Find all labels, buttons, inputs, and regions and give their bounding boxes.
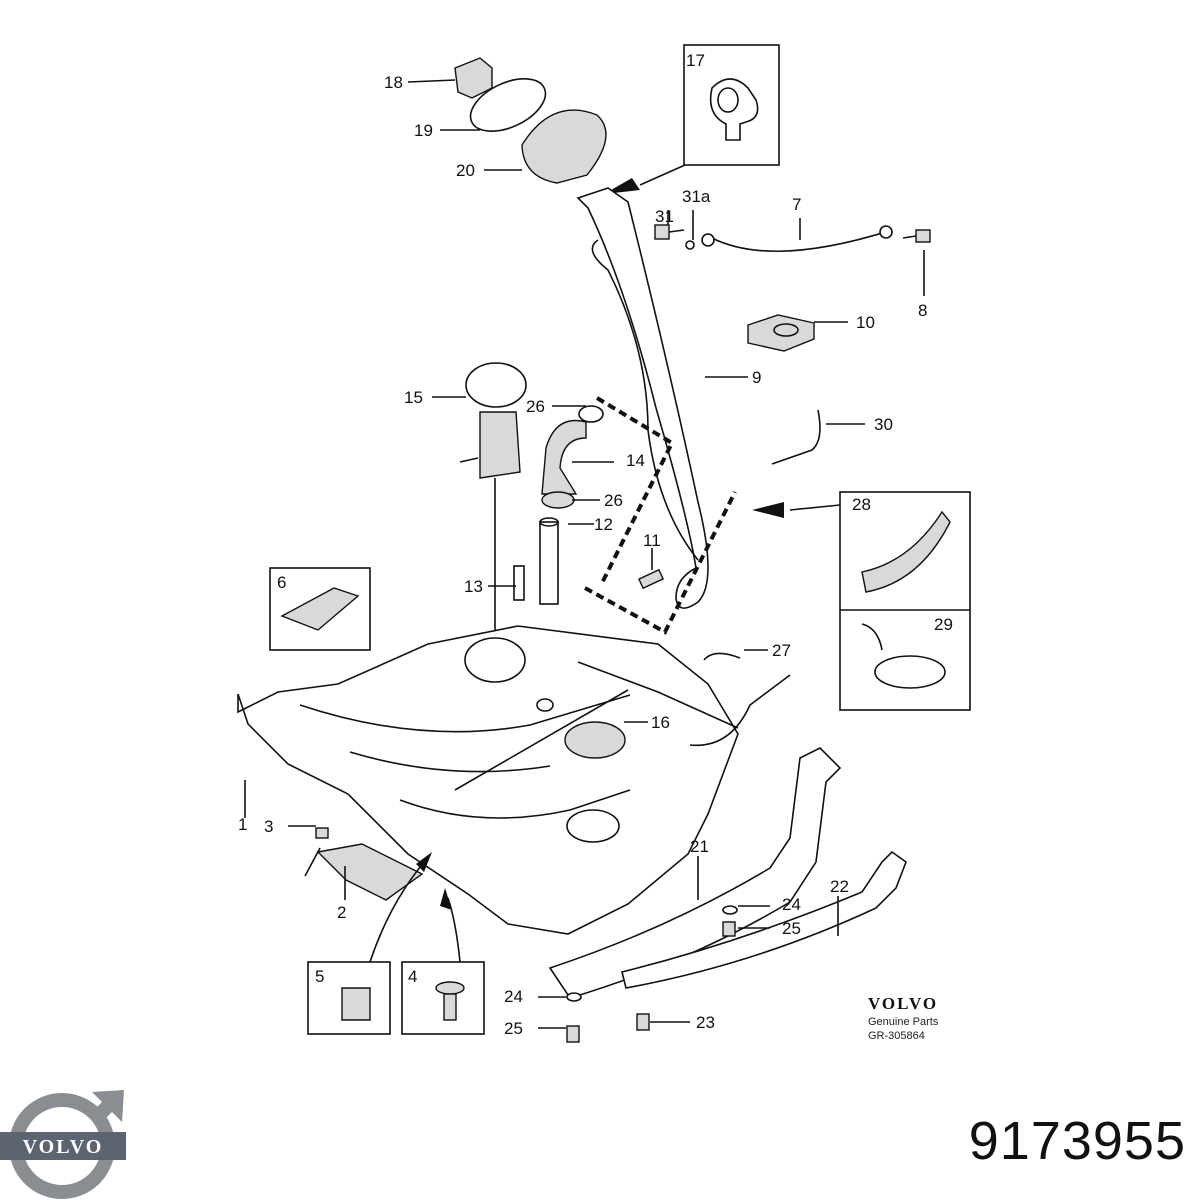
- brand-wordmark: VOLVO: [868, 994, 939, 1013]
- bracket-10: [747, 314, 848, 352]
- callout-31: 31: [655, 207, 674, 226]
- callout-24-right: 24: [782, 895, 801, 914]
- callout-19: 19: [414, 121, 433, 140]
- callout-28: 28: [852, 495, 871, 514]
- strap-fasteners: [538, 905, 770, 1043]
- callout-4: 4: [408, 967, 417, 986]
- filler-cap-group: [407, 57, 607, 184]
- inset-5-4: [307, 852, 485, 1035]
- callout-21: 21: [690, 837, 709, 856]
- callout-15: 15: [404, 388, 423, 407]
- hose-assembly: [488, 396, 737, 635]
- callout-18: 18: [384, 73, 403, 92]
- callout-12: 12: [594, 515, 613, 534]
- callout-16: 16: [651, 713, 670, 732]
- arrow-17: [604, 178, 640, 194]
- inset-6: [269, 567, 371, 651]
- inset-17: [604, 44, 780, 194]
- callout-labels: 17 18 19 20 31 31a 7 8 10 9 15 26 30 14 …: [238, 51, 953, 1038]
- callout-5: 5: [315, 967, 324, 986]
- callout-25-left: 25: [504, 1019, 523, 1038]
- callout-11: 11: [643, 531, 661, 550]
- callout-26-top: 26: [526, 397, 545, 416]
- arrow-5: [416, 852, 432, 872]
- diagram-code: GR-305864: [868, 1030, 925, 1042]
- callout-23: 23: [696, 1013, 715, 1032]
- callout-27: 27: [772, 641, 791, 660]
- genuine-parts-block: VOLVO Genuine Parts GR-305864: [868, 994, 968, 1042]
- arrow-28: [752, 502, 784, 518]
- callout-7: 7: [792, 195, 801, 214]
- arrow-4: [440, 888, 452, 910]
- callout-14: 14: [626, 451, 645, 470]
- callout-25-right: 25: [782, 919, 801, 938]
- callout-1: 1: [238, 815, 247, 834]
- callout-22: 22: [830, 877, 849, 896]
- inset-28-29: [752, 491, 971, 711]
- callout-29: 29: [934, 615, 953, 634]
- logo-arrow: [90, 1090, 124, 1124]
- callout-2: 2: [337, 903, 346, 922]
- filler-pipe: [576, 187, 748, 609]
- callout-10: 10: [856, 313, 875, 332]
- ground-strap: [654, 210, 931, 296]
- tank-straps: [548, 747, 907, 999]
- callout-13: 13: [464, 577, 483, 596]
- fuel-tank: [237, 625, 739, 935]
- hose-30: [771, 409, 865, 465]
- pipe-27: [689, 649, 791, 747]
- callout-3: 3: [264, 817, 273, 836]
- logo-badge: [0, 1132, 126, 1160]
- callout-31a: 31a: [682, 187, 711, 206]
- callout-8: 8: [918, 301, 927, 320]
- fuel-pump: [432, 362, 527, 640]
- callout-20: 20: [456, 161, 475, 180]
- brand-subtitle: Genuine Parts: [868, 1016, 939, 1028]
- logo-text: VOLVO: [23, 1136, 104, 1158]
- callout-30: 30: [874, 415, 893, 434]
- callout-17: 17: [686, 51, 705, 70]
- callout-24-left: 24: [504, 987, 523, 1006]
- callout-6: 6: [277, 573, 286, 592]
- heat-shield: [288, 825, 424, 901]
- callout-26-bottom: 26: [604, 491, 623, 510]
- part-number: 9173955: [968, 1111, 1186, 1171]
- volvo-logo: VOLVO: [0, 1090, 126, 1199]
- callout-9: 9: [752, 368, 761, 387]
